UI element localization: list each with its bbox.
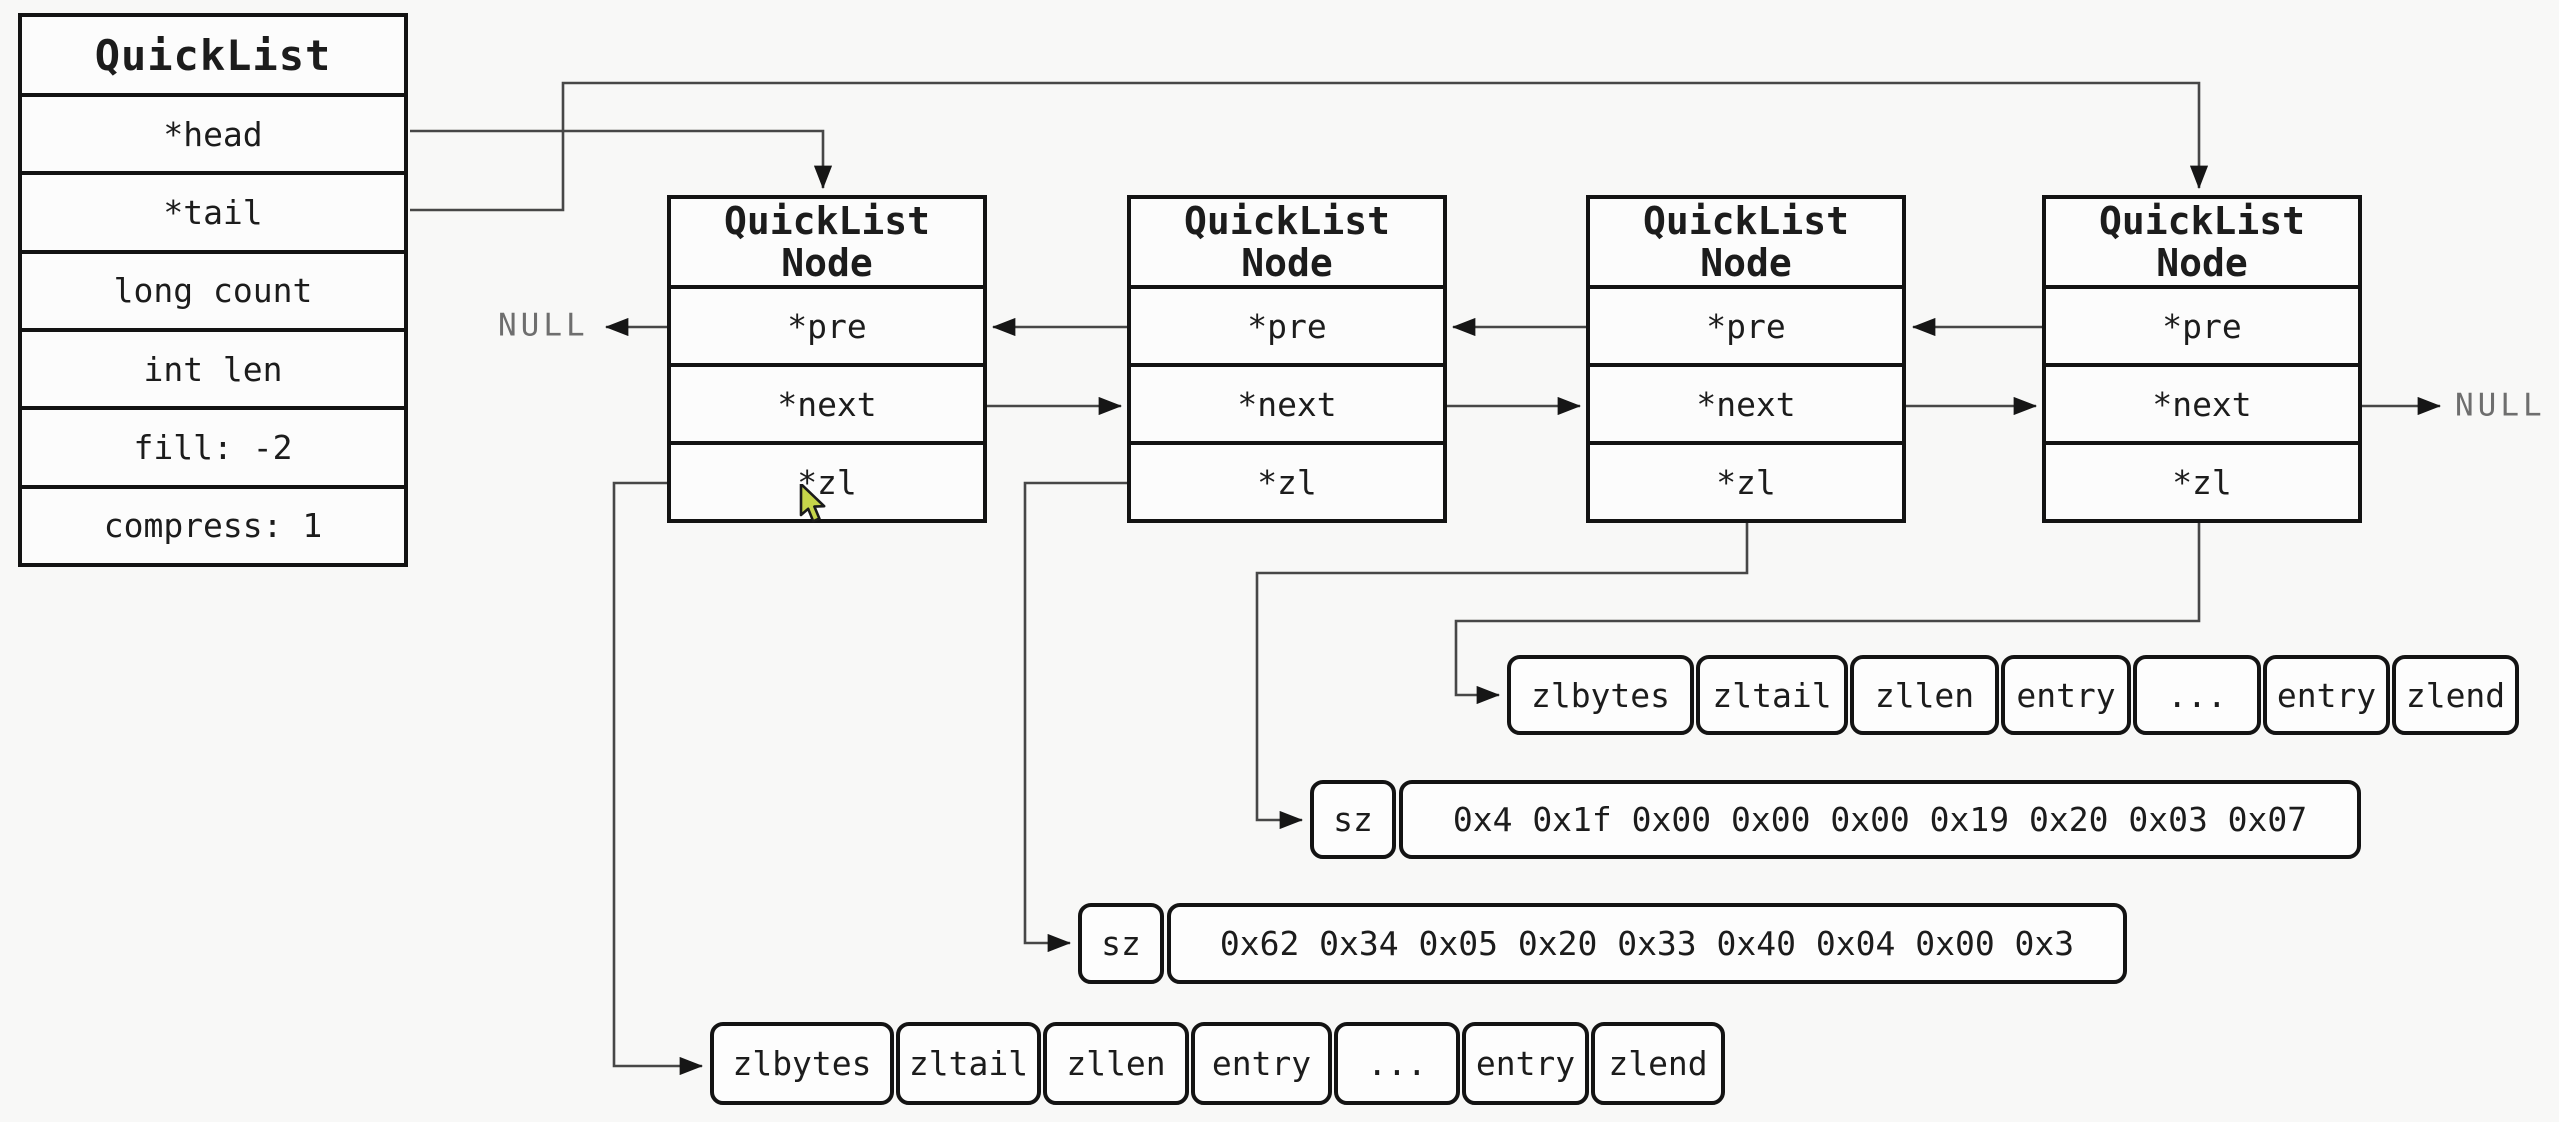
node2-field-pre: *pre (1131, 285, 1443, 363)
quicklistnode-box-3: QuickList Node *pre *next *zl (1586, 195, 1906, 523)
mouse-cursor-icon (799, 484, 826, 523)
wire-node2-zl-to-sz2 (1023, 481, 1127, 953)
node1-title-line1: QuickList (724, 199, 930, 243)
node4-title-line2: Node (2156, 241, 2248, 285)
quicklist-field-tail: *tail (22, 171, 404, 249)
ziplist-top-cell-zllen: zllen (1850, 655, 1999, 735)
node4-field-next: *next (2046, 363, 2358, 441)
null-label-left: NULL (498, 307, 589, 344)
sz1-label: sz (1310, 780, 1396, 859)
sz-strip-2: sz 0x62 0x34 0x05 0x20 0x33 0x40 0x04 0x… (1078, 903, 2127, 984)
sz2-label: sz (1078, 903, 1164, 984)
ziplist-bottom-cell-ellipsis: ... (1334, 1022, 1460, 1105)
node4-title-line1: QuickList (2099, 199, 2305, 243)
ziplist-bottom-cell-zltail: zltail (896, 1022, 1041, 1105)
quicklist-title: QuickList (94, 30, 332, 80)
ziplist-top-cell-zlend: zlend (2392, 655, 2519, 735)
node4-title: QuickList Node (2046, 199, 2358, 285)
node3-title-line1: QuickList (1643, 199, 1849, 243)
quicklist-struct-box: QuickList *head *tail long count int len… (18, 13, 408, 567)
ziplist-top-cell-ellipsis: ... (2133, 655, 2261, 735)
quicklistnode-box-2: QuickList Node *pre *next *zl (1127, 195, 1447, 523)
ziplist-bottom-cell-entry2: entry (1462, 1022, 1589, 1105)
null-label-right: NULL (2455, 387, 2546, 424)
sz2-bytes: 0x62 0x34 0x05 0x20 0x33 0x40 0x04 0x00 … (1167, 903, 2127, 984)
node1-title: QuickList Node (671, 199, 983, 285)
node3-field-pre: *pre (1590, 285, 1902, 363)
ziplist-strip-bottom: zlbytes zltail zllen entry ... entry zle… (710, 1022, 1725, 1105)
node1-field-next: *next (671, 363, 983, 441)
node3-title-line2: Node (1700, 241, 1792, 285)
quicklist-field-head: *head (22, 93, 404, 171)
wire-head-to-node1 (410, 129, 833, 190)
ziplist-top-cell-zlbytes: zlbytes (1507, 655, 1694, 735)
node2-field-next: *next (1131, 363, 1443, 441)
ziplist-bottom-cell-zlbytes: zlbytes (710, 1022, 894, 1105)
quicklistnode-box-1: QuickList Node *pre *next *zl (667, 195, 987, 523)
ziplist-top-cell-entry2: entry (2263, 655, 2390, 735)
node2-title: QuickList Node (1131, 199, 1443, 285)
sz-strip-1: sz 0x4 0x1f 0x00 0x00 0x00 0x19 0x20 0x0… (1310, 780, 2361, 859)
quicklistnode-box-4: QuickList Node *pre *next *zl (2042, 195, 2362, 523)
ziplist-top-cell-entry1: entry (2001, 655, 2131, 735)
sz1-bytes: 0x4 0x1f 0x00 0x00 0x00 0x19 0x20 0x03 0… (1399, 780, 2361, 859)
wire-node1-zl-to-ziplist-bottom (612, 481, 704, 1076)
node2-title-line1: QuickList (1184, 199, 1390, 243)
quicklist-field-count: long count (22, 249, 404, 328)
node2-title-line2: Node (1241, 241, 1333, 285)
quicklist-field-compress: compress: 1 (22, 484, 404, 563)
quicklist-field-fill: fill: -2 (22, 406, 404, 484)
node3-field-zl: *zl (1590, 441, 1902, 519)
ziplist-bottom-cell-zllen: zllen (1043, 1022, 1189, 1105)
ziplist-bottom-cell-zlend: zlend (1591, 1022, 1725, 1105)
node2-field-zl: *zl (1131, 441, 1443, 519)
ziplist-bottom-cell-entry1: entry (1191, 1022, 1332, 1105)
node1-title-line2: Node (781, 241, 873, 285)
node1-field-pre: *pre (671, 285, 983, 363)
ziplist-strip-top: zlbytes zltail zllen entry ... entry zle… (1507, 655, 2519, 735)
node4-field-pre: *pre (2046, 285, 2358, 363)
ziplist-top-cell-zltail: zltail (1696, 655, 1848, 735)
node3-field-next: *next (1590, 363, 1902, 441)
wire-tail-to-node4 (410, 81, 2209, 212)
node3-title: QuickList Node (1590, 199, 1902, 285)
quicklist-field-len: int len (22, 327, 404, 406)
node4-field-zl: *zl (2046, 441, 2358, 519)
